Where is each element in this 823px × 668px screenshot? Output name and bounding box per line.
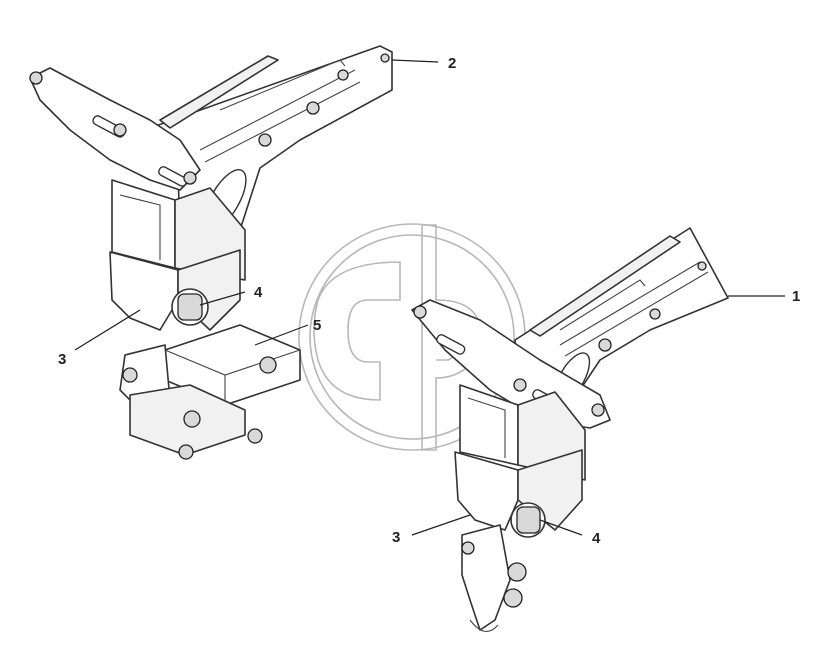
callout-3-right: 3	[392, 529, 400, 546]
left-assembly	[29, 45, 393, 460]
callout-3-left: 3	[58, 351, 66, 368]
leader-2	[391, 59, 439, 63]
leader-3-left	[74, 309, 141, 351]
leader-lines	[74, 59, 785, 536]
callout-numbers: 1 2 3 4 5 3 4	[58, 55, 800, 547]
leader-3-right	[411, 514, 471, 536]
leader-4-right	[539, 519, 583, 536]
callout-1: 1	[792, 288, 800, 305]
callout-5: 5	[313, 317, 321, 334]
leader-5	[254, 324, 309, 346]
callout-4-right: 4	[592, 530, 601, 547]
callout-4-left: 4	[254, 284, 263, 301]
right-assembly	[411, 227, 729, 632]
callout-2: 2	[448, 55, 456, 72]
leader-4-left	[199, 291, 246, 306]
